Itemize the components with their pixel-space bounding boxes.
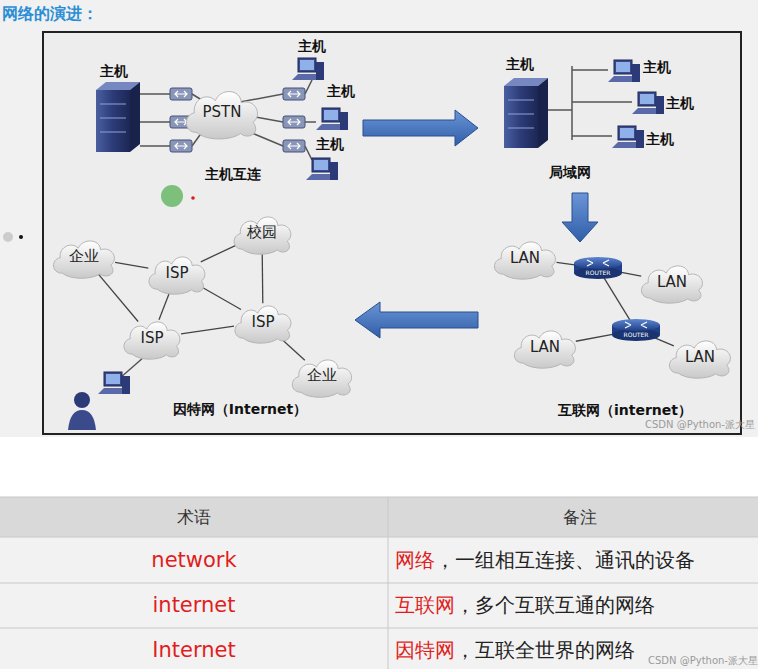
label: internet [152, 593, 235, 617]
network-cloud: LAN [664, 335, 736, 379]
network-cloud: 企业 [287, 354, 357, 398]
node-text: 企业 [307, 366, 337, 385]
label: 主机 [327, 83, 355, 101]
remark-keyword: 网络 [395, 548, 435, 572]
label: Internet [152, 638, 235, 662]
label: 局域网 [549, 164, 591, 182]
label: 备注 [563, 506, 597, 529]
remark-keyword: 因特网 [395, 638, 455, 662]
label: 因特网（Internet） [173, 401, 307, 419]
remark-text: ，一组相互连接、通讯的设备 [435, 548, 695, 572]
node-text: 校园 [247, 223, 277, 242]
network-link [576, 334, 615, 341]
network-cloud: ISP [230, 300, 296, 344]
remark-cell: 网络，一组相互连接、通讯的设备 [395, 547, 695, 574]
remark-text: ，互联全世界的网络 [455, 638, 635, 662]
remark-keyword: 互联网 [395, 593, 455, 617]
label: 主机互连 [205, 166, 261, 184]
node-text: 企业 [69, 247, 99, 266]
label: CSDN @Python-派大星 [645, 418, 755, 432]
router-node: ROUTER [611, 318, 661, 342]
network-link [604, 278, 630, 320]
network-link [115, 262, 148, 268]
router-shape [573, 256, 623, 280]
node-text: ISP [166, 264, 189, 282]
network-link [199, 286, 241, 310]
network-link [159, 291, 170, 320]
node-text: LAN [657, 273, 687, 291]
label: 主机 [316, 136, 344, 154]
network-link [619, 272, 641, 276]
title: 网络的演进： [2, 4, 98, 25]
node-text: ISP [141, 329, 164, 347]
remark-cell: 因特网，互联全世界的网络 [395, 637, 635, 664]
network-cloud: LAN [489, 236, 561, 280]
label: 术语 [177, 506, 211, 529]
node-text: PSTN [203, 103, 242, 121]
label: 主机 [666, 95, 694, 113]
network-link [181, 326, 234, 334]
node-text: LAN [510, 249, 540, 267]
network-cloud: ISP [119, 316, 185, 360]
node-text: LAN [685, 348, 715, 366]
network-link [98, 274, 138, 322]
node-text: ROUTER [586, 269, 611, 276]
router-node: ROUTER [573, 256, 623, 280]
label: 主机 [643, 59, 671, 77]
node-text: ROUTER [624, 331, 649, 338]
network-link [201, 244, 238, 262]
network-cloud: PSTN [180, 84, 264, 140]
network-cloud: ISP [144, 251, 210, 295]
label: 互联网（internet） [558, 402, 692, 420]
remark-cell: 互联网，多个互联互通的网络 [395, 592, 655, 619]
network-link [262, 252, 264, 304]
network-cloud: LAN [636, 260, 708, 304]
label: 主机 [298, 38, 326, 56]
label: 主机 [100, 63, 128, 81]
remark-text: ，多个互联互通的网络 [455, 593, 655, 617]
node-text: LAN [530, 338, 560, 356]
network-link [557, 262, 577, 265]
label: network [151, 548, 236, 572]
label: 主机 [646, 131, 674, 149]
network-cloud: 校园 [229, 211, 296, 255]
label: 主机 [506, 56, 534, 74]
node-text: ISP [252, 313, 275, 331]
router-shape [611, 318, 661, 342]
network-cloud: 企业 [48, 235, 120, 279]
network-cloud: LAN [509, 325, 581, 369]
label: CSDN @Python-派大星 [648, 654, 758, 668]
